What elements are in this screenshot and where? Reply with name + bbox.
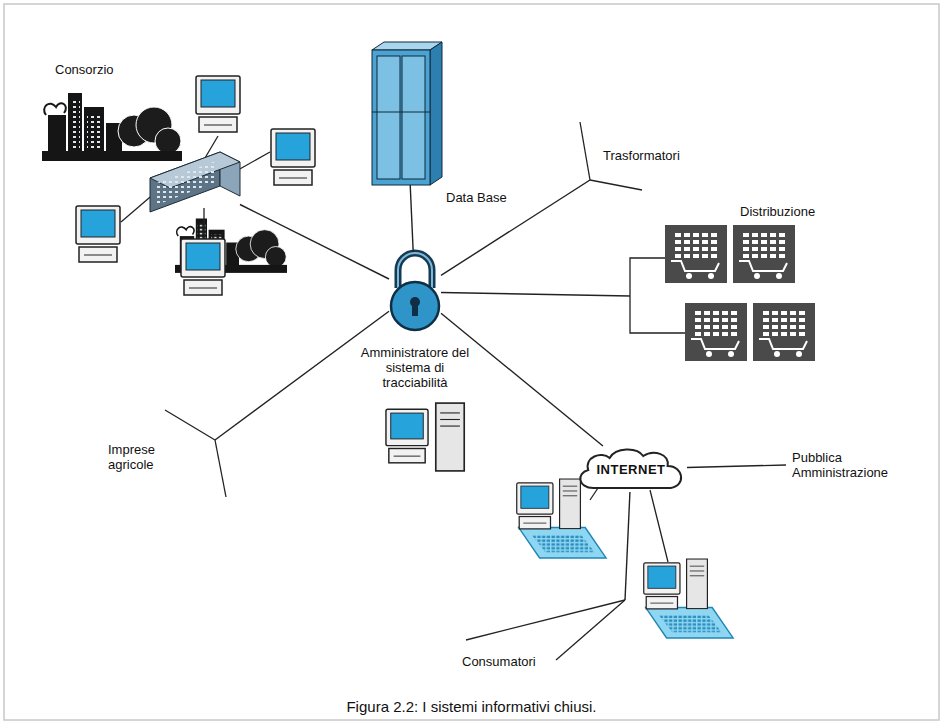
node-label: Distribuzione [740, 204, 815, 219]
node-label: Consumatori [462, 654, 536, 669]
server-tower [436, 403, 464, 471]
internet-cloud: INTERNET [575, 446, 687, 492]
city-cluster [42, 93, 182, 161]
computer [271, 129, 315, 185]
node-label: INTERNET [597, 462, 666, 477]
wire [650, 490, 668, 562]
cabinet-door [402, 56, 425, 179]
workstation [517, 479, 606, 558]
cabinet-side [430, 42, 442, 185]
shop-icon [733, 225, 795, 283]
database-label: Data Base [446, 190, 507, 205]
group-label: Consorzio [55, 62, 114, 77]
padlock [391, 253, 439, 330]
windows [154, 161, 216, 206]
node-label: Consorzio [55, 62, 114, 77]
cloud-outline [580, 449, 681, 488]
group-label: Consumatori [462, 654, 536, 669]
padlock-body [391, 282, 439, 330]
computer [76, 206, 120, 262]
node-label: Data Base [446, 190, 507, 205]
group-label: Imprese agricole [108, 442, 170, 472]
group-label: Pubblica Amministrazione [792, 450, 904, 480]
node-label: Trasformatori [603, 148, 680, 163]
group-label: Distribuzione [740, 204, 815, 219]
hub-label: Amministratore del sistema di tracciabil… [359, 345, 471, 390]
node-label: Pubblica Amministrazione [792, 450, 904, 480]
database-cabinet [372, 42, 442, 185]
connector-line [240, 205, 389, 280]
fork-branch [165, 410, 215, 440]
computer [196, 76, 240, 132]
shelf [372, 112, 430, 113]
connector-line [441, 313, 603, 446]
computer [386, 409, 428, 463]
connector-line [687, 465, 786, 468]
connector-line [441, 292, 630, 296]
figure-frame [4, 4, 939, 720]
connector-line [410, 185, 413, 252]
cabinet-front [372, 50, 430, 185]
fork-branch [590, 180, 642, 190]
connector-line [215, 311, 389, 440]
fork-lines [165, 410, 226, 497]
connector-line [625, 492, 630, 600]
fork-branch [556, 600, 625, 660]
shop-icon [665, 225, 727, 283]
wire [590, 488, 598, 500]
cabinet-door [377, 56, 400, 179]
figure-caption: Figura 2.2: I sistemi informativi chiusi… [0, 698, 943, 715]
node-label: Imprese agricole [108, 442, 170, 472]
node-label: Amministratore del sistema di tracciabil… [359, 345, 471, 390]
shop-icon [685, 303, 747, 361]
fork-branch [580, 122, 590, 180]
wire [203, 208, 204, 238]
workstation [644, 559, 733, 638]
computer [181, 239, 225, 295]
shop-icon [753, 303, 815, 361]
keyhole [412, 304, 418, 316]
consortium-building [150, 152, 240, 212]
wire [238, 152, 270, 170]
group-label: Trasformatori [603, 148, 680, 163]
connector-line [441, 180, 590, 275]
fork-branch [215, 440, 226, 497]
network-wires [121, 136, 270, 238]
